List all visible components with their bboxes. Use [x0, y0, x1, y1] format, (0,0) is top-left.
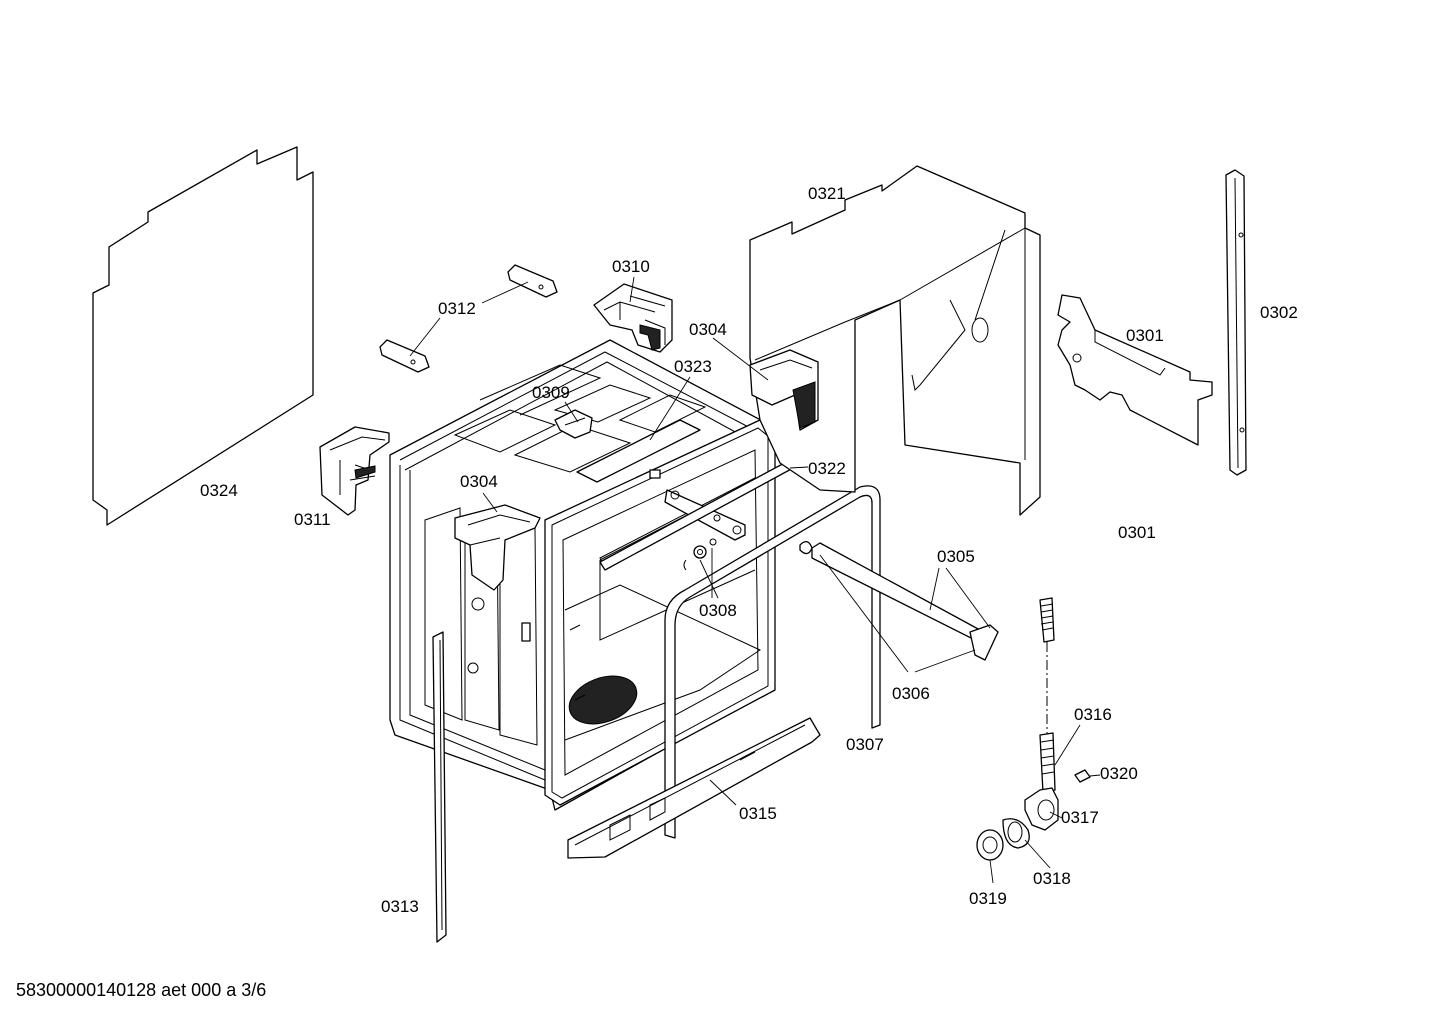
label-0315: 0315: [739, 804, 777, 823]
label-0305: 0305: [937, 547, 975, 566]
label-0317: 0317: [1061, 808, 1099, 827]
label-0301-top: 0301: [1126, 326, 1164, 345]
leader-lines: [409, 276, 1101, 884]
label-0302: 0302: [1260, 303, 1298, 322]
part-0310-connector: [593, 283, 673, 353]
label-0304-right: 0304: [689, 320, 727, 339]
part-0304-bracket-right: [749, 349, 819, 431]
part-0313-strip: [432, 631, 447, 943]
label-0312: 0312: [438, 299, 476, 318]
label-0322: 0322: [808, 459, 846, 478]
part-0304-bracket-left: [454, 504, 541, 591]
label-0307: 0307: [846, 735, 884, 754]
label-0308: 0308: [699, 601, 737, 620]
label-0311: 0311: [294, 510, 331, 529]
label-0321: 0321: [808, 184, 846, 203]
part-0316-screw-assembly: [976, 597, 1091, 861]
label-0310: 0310: [612, 257, 650, 276]
part-0305-arm: [799, 541, 999, 661]
part-0321-cover: [749, 165, 1041, 516]
part-0324-side-panel: [92, 146, 314, 526]
label-0301-bottom: 0301: [1118, 523, 1156, 542]
label-0319: 0319: [969, 889, 1007, 908]
part-0307-gasket: [664, 485, 881, 839]
drawing-reference-code: 58300000140128 aet 000 a 3/6: [16, 980, 267, 1000]
label-0323: 0323: [674, 357, 712, 376]
part-0312-plates: [379, 264, 558, 373]
part-0301-bracket: [1057, 294, 1213, 446]
part-0315-bottom-rail: [567, 717, 821, 859]
label-0318: 0318: [1033, 869, 1071, 888]
label-0316: 0316: [1074, 705, 1112, 724]
part-0311-connector: [319, 426, 390, 516]
label-0306: 0306: [892, 684, 930, 703]
label-0304-left: 0304: [460, 472, 498, 491]
label-0320: 0320: [1100, 764, 1138, 783]
label-0309: 0309: [532, 383, 570, 402]
part-0302-strip: [1225, 169, 1247, 476]
label-0313: 0313: [381, 897, 419, 916]
label-0324: 0324: [200, 481, 238, 500]
